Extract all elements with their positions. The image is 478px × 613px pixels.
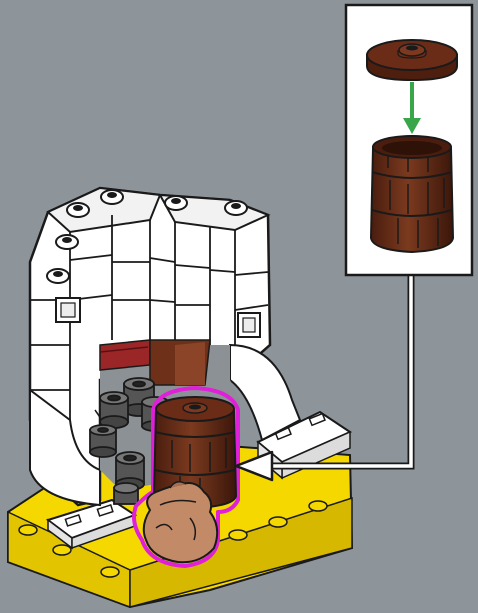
- callout-box: [346, 5, 472, 275]
- sack: [144, 482, 217, 562]
- barrel-part: [371, 136, 453, 252]
- round-brick-lid-part: [367, 40, 457, 80]
